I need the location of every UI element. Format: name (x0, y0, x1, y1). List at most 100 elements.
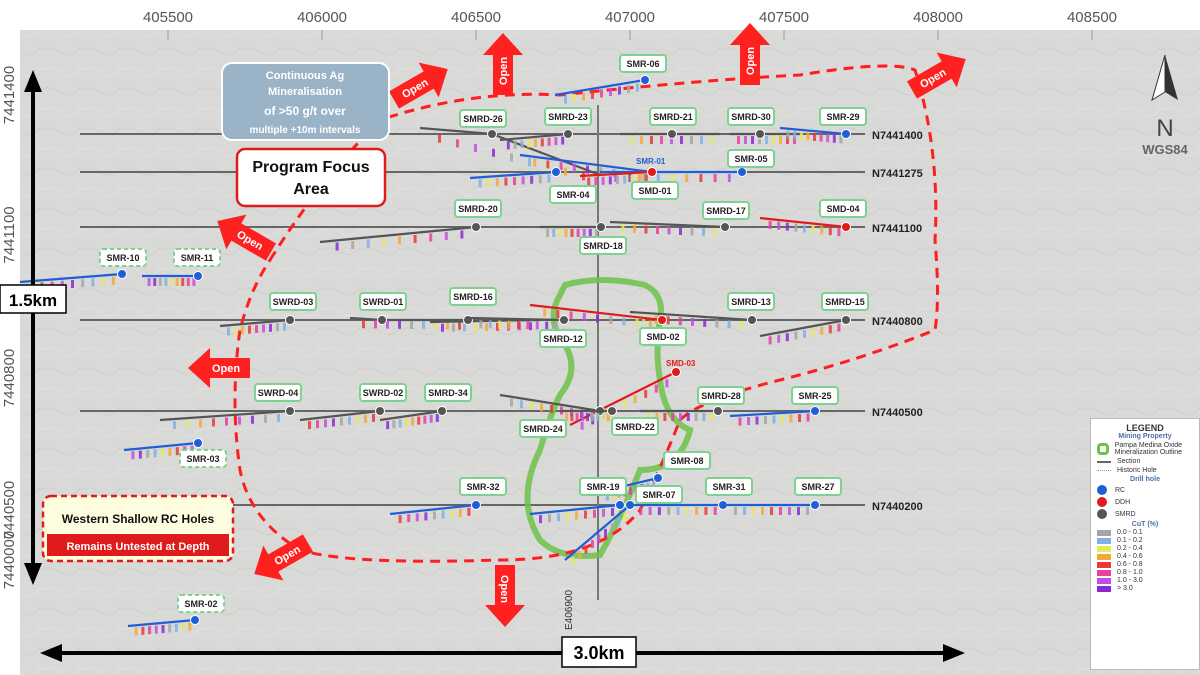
hole-tag[interactable]: SMR-04 (549, 185, 597, 204)
drill-collar[interactable] (720, 222, 730, 232)
drill-collar[interactable] (559, 315, 569, 325)
drill-collar[interactable] (810, 500, 820, 510)
assay-interval (283, 322, 286, 331)
assay-interval (580, 421, 584, 430)
hole-tag[interactable]: SMR-07 (635, 485, 683, 504)
open-arrow: Open (483, 33, 523, 95)
drill-collar[interactable] (551, 167, 561, 177)
drill-collar[interactable] (737, 167, 747, 177)
hole-tag[interactable]: SMR-27 (794, 477, 842, 496)
assay-interval (591, 540, 594, 548)
drill-collar[interactable] (810, 406, 820, 416)
drill-collar[interactable] (596, 222, 606, 232)
hole-tag[interactable]: SWRD-04 (254, 383, 302, 402)
assay-interval (820, 226, 824, 235)
north-arrow: N WGS84 (1142, 54, 1189, 157)
easting-label: 407000 (605, 9, 655, 26)
hole-tag[interactable]: SWRD-02 (359, 383, 407, 402)
hole-tag[interactable]: SWRD-01 (359, 292, 407, 311)
drill-collar[interactable] (193, 438, 203, 448)
drill-collar[interactable] (841, 222, 851, 232)
drill-collar[interactable] (285, 315, 295, 325)
hole-tag[interactable]: SMRD-20 (454, 199, 502, 218)
assay-interval (498, 320, 502, 329)
assay-interval (586, 413, 589, 421)
assay-interval (826, 134, 830, 143)
assay-interval (737, 136, 740, 144)
drill-collar[interactable] (755, 129, 765, 139)
assay-interval (578, 551, 581, 559)
drill-collar[interactable] (377, 315, 387, 325)
assay-interval (739, 321, 743, 330)
assay-interval (225, 417, 228, 426)
hole-tag[interactable]: SMR-25 (791, 386, 839, 405)
assay-interval (786, 136, 789, 144)
hole-tag[interactable]: SMRD-26 (459, 109, 507, 128)
drill-collar[interactable] (713, 406, 723, 416)
hole-label: SMRD-34 (428, 388, 468, 398)
drill-collar[interactable] (487, 129, 497, 139)
assay-interval (837, 323, 841, 332)
drill-collar[interactable] (117, 269, 127, 279)
assay-interval (644, 174, 648, 183)
assay-interval (81, 279, 85, 288)
hole-tag[interactable]: SMRD-30 (727, 107, 775, 126)
hole-tag[interactable]: SMRD-18 (579, 236, 627, 255)
drill-collar[interactable] (471, 222, 481, 232)
hole-tag[interactable]: SMR-29 (819, 107, 867, 126)
assay-interval (837, 228, 841, 237)
hole-tag[interactable]: SMRD-15 (821, 292, 869, 311)
drill-trace (759, 318, 847, 338)
hole-tag[interactable]: SMRD-22 (611, 417, 659, 436)
drill-collar[interactable] (615, 500, 625, 510)
hole-tag[interactable]: SMRD-28 (697, 386, 745, 405)
hole-tag[interactable]: SMRD-24 (519, 419, 567, 438)
drill-collar[interactable] (607, 406, 617, 416)
hole-tag[interactable]: SMR-11 (173, 248, 221, 267)
drill-collar[interactable] (563, 129, 573, 139)
hole-tag[interactable]: SMRD-16 (449, 287, 497, 306)
hole-tag[interactable]: SWRD-03 (269, 292, 317, 311)
hole-tag[interactable]: SMD-01 (631, 181, 679, 200)
drill-collar[interactable] (193, 271, 203, 281)
hole-tag[interactable]: SMR-02 (177, 594, 225, 613)
hole-tag[interactable]: SMD-02 (639, 327, 687, 346)
assay-interval (528, 158, 531, 167)
hole-tag[interactable]: SMRD-13 (727, 292, 775, 311)
hole-tag[interactable]: SMR-31 (705, 477, 753, 496)
drill-collar[interactable] (667, 129, 677, 139)
callout-line: Area (293, 181, 329, 198)
drill-collar[interactable] (640, 75, 650, 85)
drill-collar[interactable] (647, 167, 657, 177)
drill-collar[interactable] (653, 473, 663, 483)
hole-tag[interactable]: SMR-32 (459, 477, 507, 496)
hole-tag[interactable]: SMR-08 (663, 451, 711, 470)
hole-tag[interactable]: SMR-19 (579, 477, 627, 496)
assay-interval (640, 136, 643, 144)
drill-collar[interactable] (471, 500, 481, 510)
drill-collar[interactable] (841, 315, 851, 325)
drill-collar[interactable] (463, 315, 473, 325)
hole-tag[interactable]: SMR-06 (619, 54, 667, 73)
assay-interval (153, 278, 157, 286)
drill-collar[interactable] (375, 406, 385, 416)
hole-tag[interactable]: SMRD-34 (424, 383, 472, 402)
drill-collar[interactable] (841, 129, 851, 139)
hole-tag[interactable]: SMRD-17 (702, 201, 750, 220)
section-label: N7441100 (872, 223, 922, 235)
hole-tag[interactable]: SMR-10 (99, 248, 147, 267)
drill-collar[interactable] (671, 367, 681, 377)
drill-collar[interactable] (190, 615, 200, 625)
hole-tag[interactable]: SMD-04 (819, 199, 867, 218)
drill-collar[interactable] (747, 315, 757, 325)
hole-tag[interactable]: SMR-05 (727, 149, 775, 168)
drill-collar[interactable] (285, 406, 295, 416)
hole-tag[interactable]: SMRD-12 (539, 329, 587, 348)
assay-interval (594, 177, 598, 186)
drill-collar[interactable] (657, 315, 667, 325)
hole-tag[interactable]: SMRD-23 (544, 107, 592, 126)
hole-tag[interactable]: SMRD-21 (649, 107, 697, 126)
hole-tag[interactable]: SMR-03 (179, 449, 227, 468)
drill-collar[interactable] (437, 406, 447, 416)
hole-label: SMD-01 (638, 186, 671, 196)
